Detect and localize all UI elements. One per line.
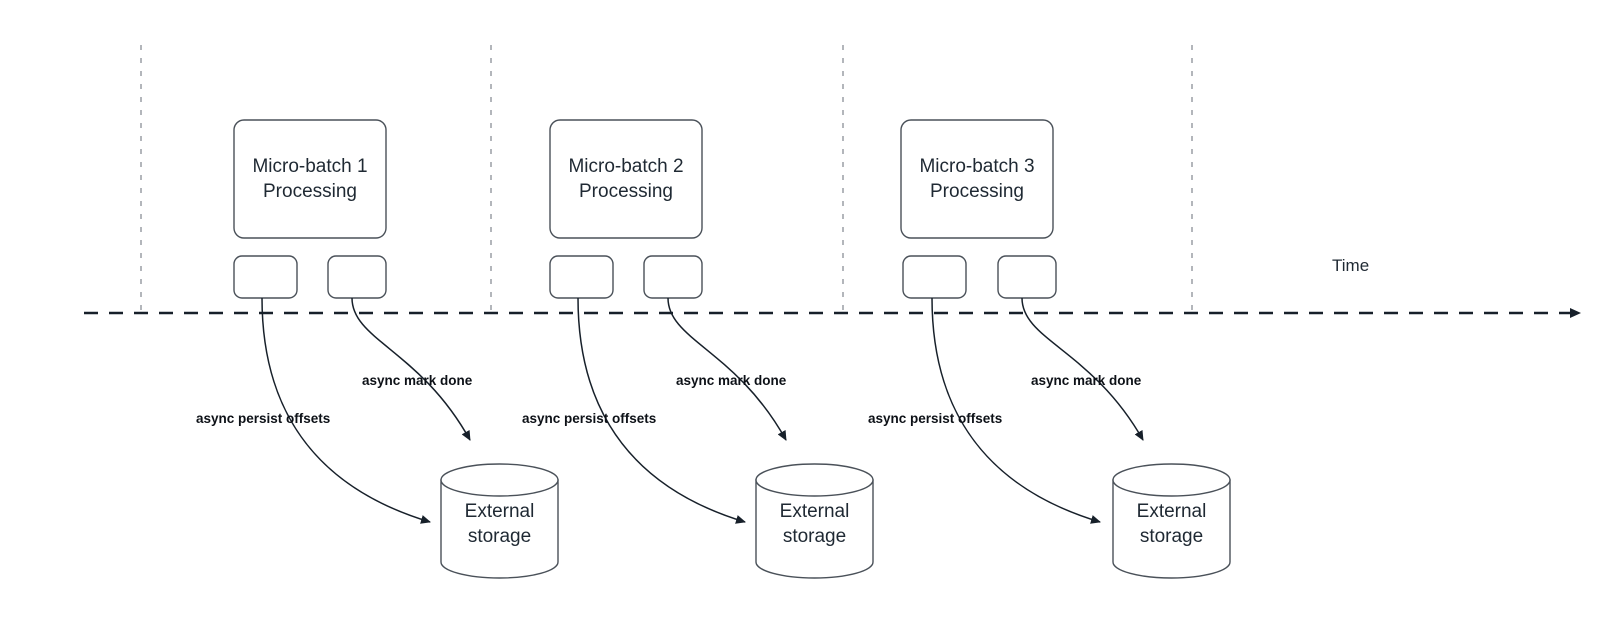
async-mark-done-1-label: async mark done bbox=[362, 373, 473, 388]
task-box-1b[interactable] bbox=[327, 255, 387, 299]
storage-cylinder-top bbox=[440, 463, 559, 497]
task-box-3b[interactable] bbox=[997, 255, 1057, 299]
task-box-3a[interactable] bbox=[902, 255, 967, 299]
async-persist-offsets-3-label: async persist offsets bbox=[868, 411, 1003, 426]
storage-cylinder-body bbox=[1112, 479, 1231, 579]
diagram-nodes bbox=[233, 119, 1231, 579]
storage-cylinder-body bbox=[440, 479, 559, 579]
task-box-2a[interactable] bbox=[549, 255, 614, 299]
storage-cylinder-top bbox=[1112, 463, 1231, 497]
micro-batch-3-box[interactable] bbox=[900, 119, 1054, 239]
async-mark-done-3-arrow bbox=[1021, 297, 1144, 441]
task-box-1a[interactable] bbox=[233, 255, 298, 299]
async-persist-offsets-1-arrow bbox=[261, 297, 431, 524]
diagram-edges bbox=[261, 297, 1144, 524]
async-persist-offsets-2-label: async persist offsets bbox=[522, 411, 657, 426]
micro-batch-1-external-storage[interactable] bbox=[440, 463, 559, 579]
storage-cylinder-body bbox=[755, 479, 874, 579]
async-mark-done-1-arrow bbox=[351, 297, 471, 441]
micro-batch-2-box[interactable] bbox=[549, 119, 703, 239]
storage-cylinder-top bbox=[755, 463, 874, 497]
async-persist-offsets-3-arrow bbox=[931, 297, 1101, 524]
async-mark-done-2-arrow bbox=[667, 297, 787, 441]
micro-batch-2-external-storage[interactable] bbox=[755, 463, 874, 579]
time-axis-label: Time bbox=[1332, 256, 1370, 275]
async-persist-offsets-2-arrow bbox=[577, 297, 746, 524]
async-mark-done-2-label: async mark done bbox=[676, 373, 787, 388]
async-persist-offsets-1-label: async persist offsets bbox=[196, 411, 331, 426]
async-mark-done-3-label: async mark done bbox=[1031, 373, 1142, 388]
micro-batch-3-external-storage[interactable] bbox=[1112, 463, 1231, 579]
task-box-2b[interactable] bbox=[643, 255, 703, 299]
micro-batch-1-box[interactable] bbox=[233, 119, 387, 239]
batch-boundary-lines bbox=[140, 45, 1193, 313]
